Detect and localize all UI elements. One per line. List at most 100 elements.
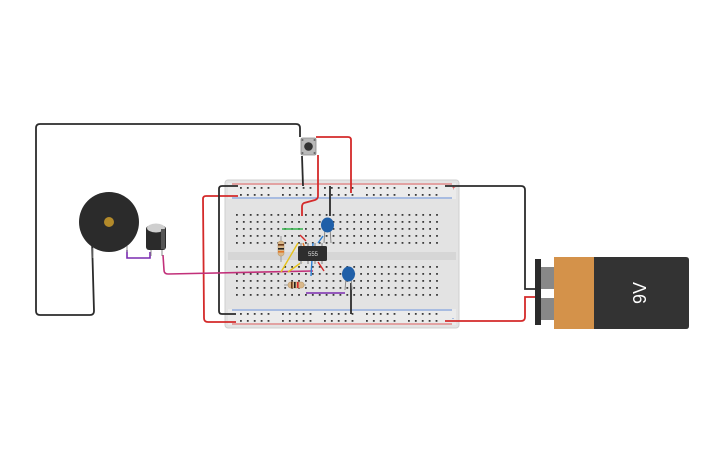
breadboard-hole[interactable] [256, 273, 259, 275]
breadboard-hole[interactable] [394, 266, 397, 268]
breadboard-hole[interactable] [270, 280, 273, 282]
breadboard-hole[interactable] [415, 266, 418, 268]
breadboard-hole[interactable] [339, 287, 342, 289]
rail-hole[interactable] [240, 187, 242, 189]
breadboard-hole[interactable] [339, 214, 342, 216]
breadboard-hole[interactable] [325, 214, 328, 216]
breadboard-hole[interactable] [249, 228, 252, 230]
breadboard-hole[interactable] [367, 235, 369, 237]
breadboard-hole[interactable] [277, 280, 280, 282]
breadboard-hole[interactable] [422, 228, 425, 230]
breadboard-hole[interactable] [256, 280, 259, 282]
breadboard-hole[interactable] [242, 242, 245, 244]
rail-hole[interactable] [253, 194, 256, 196]
breadboard-hole[interactable] [325, 273, 328, 275]
breadboard-hole[interactable] [249, 235, 252, 237]
breadboard-hole[interactable] [325, 266, 328, 268]
rail-hole[interactable] [408, 194, 410, 196]
rail-hole[interactable] [240, 194, 242, 196]
breadboard-hole[interactable] [436, 242, 438, 244]
breadboard-hole[interactable] [436, 280, 438, 282]
breadboard-hole[interactable] [242, 266, 245, 268]
breadboard-hole[interactable] [401, 221, 404, 223]
breadboard-hole[interactable] [270, 221, 273, 223]
breadboard-hole[interactable] [277, 273, 280, 275]
breadboard-hole[interactable] [311, 221, 314, 223]
rail-hole[interactable] [330, 313, 333, 315]
rail-hole[interactable] [366, 320, 368, 322]
breadboard-hole[interactable] [332, 221, 335, 223]
breadboard-hole[interactable] [422, 221, 425, 223]
breadboard-hole[interactable] [401, 228, 404, 230]
breadboard-hole[interactable] [436, 287, 438, 289]
breadboard-hole[interactable] [318, 242, 321, 244]
rail-hole[interactable] [253, 320, 256, 322]
breadboard-hole[interactable] [270, 287, 273, 289]
breadboard-hole[interactable] [242, 273, 245, 275]
rail-hole[interactable] [414, 194, 417, 196]
breadboard-hole[interactable] [367, 221, 369, 223]
breadboard-hole[interactable] [256, 287, 259, 289]
breadboard-hole[interactable] [277, 287, 280, 289]
breadboard-hole[interactable] [436, 294, 438, 296]
rail-hole[interactable] [366, 187, 368, 189]
breadboard-hole[interactable] [367, 242, 369, 244]
breadboard-hole[interactable] [318, 221, 321, 223]
breadboard-hole[interactable] [374, 221, 376, 223]
breadboard-hole[interactable] [305, 280, 307, 282]
breadboard-hole[interactable] [353, 235, 356, 237]
breadboard-hole[interactable] [401, 273, 404, 275]
breadboard-hole[interactable] [380, 221, 383, 223]
breadboard-hole[interactable] [249, 214, 252, 216]
rail-hole[interactable] [366, 313, 368, 315]
rail-hole[interactable] [309, 194, 312, 196]
breadboard-hole[interactable] [311, 214, 314, 216]
rail-hole[interactable] [288, 194, 291, 196]
breadboard-hole[interactable] [339, 266, 342, 268]
breadboard-hole[interactable] [401, 214, 404, 216]
rail-hole[interactable] [260, 187, 263, 189]
breadboard-hole[interactable] [249, 273, 252, 275]
rail-hole[interactable] [428, 320, 431, 322]
breadboard-hole[interactable] [380, 280, 383, 282]
wire-black-button-left[interactable] [301, 155, 304, 187]
rail-hole[interactable] [428, 187, 431, 189]
breadboard-hole[interactable] [401, 235, 404, 237]
breadboard-hole[interactable] [415, 214, 418, 216]
breadboard-hole[interactable] [311, 235, 314, 237]
breadboard-hole[interactable] [387, 273, 390, 275]
breadboard-hole[interactable] [284, 287, 287, 289]
rail-hole[interactable] [324, 194, 326, 196]
breadboard-hole[interactable] [256, 266, 259, 268]
breadboard-hole[interactable] [429, 235, 431, 237]
breadboard-hole[interactable] [394, 273, 397, 275]
breadboard-hole[interactable] [236, 287, 238, 289]
breadboard-hole[interactable] [422, 294, 425, 296]
rail-hole[interactable] [344, 194, 347, 196]
breadboard-hole[interactable] [339, 221, 342, 223]
breadboard-hole[interactable] [270, 273, 273, 275]
breadboard-hole[interactable] [401, 287, 404, 289]
breadboard-hole[interactable] [305, 214, 307, 216]
breadboard-hole[interactable] [415, 228, 418, 230]
breadboard-hole[interactable] [249, 266, 252, 268]
resistor-horizontal[interactable] [284, 281, 306, 289]
rail-hole[interactable] [267, 187, 270, 189]
breadboard-hole[interactable] [305, 294, 307, 296]
breadboard-hole[interactable] [422, 235, 425, 237]
breadboard-hole[interactable] [374, 242, 376, 244]
breadboard-hole[interactable] [298, 214, 300, 216]
rail-hole[interactable] [366, 194, 368, 196]
rail-hole[interactable] [344, 313, 347, 315]
breadboard-hole[interactable] [236, 221, 238, 223]
breadboard[interactable]: + - [224, 179, 460, 329]
breadboard-hole[interactable] [429, 266, 431, 268]
rail-hole[interactable] [414, 320, 417, 322]
breadboard-hole[interactable] [387, 221, 390, 223]
breadboard-hole[interactable] [387, 242, 390, 244]
breadboard-hole[interactable] [415, 287, 418, 289]
breadboard-hole[interactable] [394, 221, 397, 223]
breadboard-hole[interactable] [429, 228, 431, 230]
rail-hole[interactable] [337, 194, 340, 196]
breadboard-hole[interactable] [360, 228, 362, 230]
